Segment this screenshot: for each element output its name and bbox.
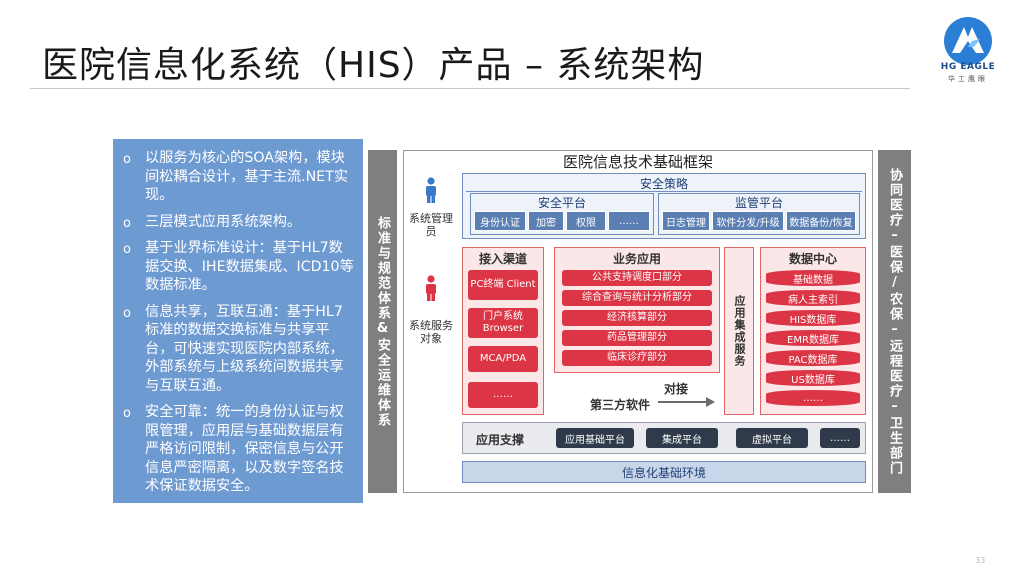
db-cylinder: HIS数据库 [766, 310, 860, 326]
third-party-arrow-label: 对接 [664, 382, 689, 396]
bullet-icon: o [123, 242, 131, 257]
role-admin-label: 系统管理员 [409, 212, 453, 238]
divider [466, 191, 862, 192]
business-item: 综合查询与统计分析部分 [562, 290, 712, 306]
db-cylinder: 病人主索引 [766, 290, 860, 306]
logo-subtext: 华工鹰眼 [948, 75, 988, 83]
access-more: …… [468, 382, 538, 408]
service-person-icon [426, 275, 436, 301]
diagram-title: 医院信息技术基础框架 [562, 153, 713, 171]
access-pc-client: PC终端 Client [468, 270, 538, 300]
integration-service-box: 应用集成服务 [724, 247, 754, 415]
data-center-title: 数据中心 [788, 252, 837, 266]
support-item: 虚拟平台 [736, 428, 808, 448]
db-cylinder: …… [766, 390, 860, 406]
support-item: 集成平台 [646, 428, 718, 448]
admin-person-icon [426, 177, 436, 203]
access-mca-pda: MCA/PDA [468, 346, 538, 372]
bullet-icon: o [123, 215, 131, 231]
third-party-label: 第三方软件 [590, 398, 651, 412]
hg-eagle-logo-icon [944, 17, 992, 65]
pill-log: 日志管理 [662, 211, 710, 231]
db-cylinder: 基础数据 [766, 270, 860, 286]
access-portal-browser: 门户系统 Browser [468, 308, 538, 338]
business-item: 经济核算部分 [562, 310, 712, 326]
logo-text: HG EAGLE [940, 62, 996, 72]
arrow-right-icon [658, 397, 715, 407]
access-channel-title: 接入渠道 [478, 252, 527, 266]
page-number: 33 [975, 556, 986, 565]
pill-backup: 数据备份/恢复 [786, 211, 856, 231]
bullet-icon: o [123, 152, 131, 167]
pill-deploy: 软件分发/升级 [712, 211, 784, 231]
page-title: 医院信息化系统（HIS）产品 – 系统架构 [42, 45, 705, 86]
db-cylinder: EMR数据库 [766, 330, 860, 346]
standards-security-bar: 标准与规范体系&安全运维体系 [368, 150, 397, 493]
integration-service-label: 应用集成服务 [733, 295, 746, 367]
role-service-label: 系统服务对象 [409, 319, 453, 345]
monitor-platform-title: 监管平台 [734, 196, 783, 210]
business-item: 公共支持调度口部分 [562, 270, 712, 286]
bullet-icon: o [123, 305, 131, 321]
pill-auth: 身份认证 [474, 211, 526, 231]
collaboration-bar: 协同医疗–医保/农保–远程医疗–卫生部门 [878, 150, 911, 493]
pill-more: …… [608, 211, 650, 231]
security-strategy-title: 安全策略 [639, 177, 688, 191]
support-item: …… [820, 428, 860, 448]
title-divider [30, 88, 910, 89]
bullet-icon: o [123, 406, 131, 421]
db-cylinder: PAC数据库 [766, 350, 860, 366]
support-item: 应用基础平台 [556, 428, 634, 448]
business-item: 临床诊疗部分 [562, 350, 712, 366]
business-app-title: 业务应用 [612, 252, 661, 266]
app-support-title: 应用支撑 [476, 433, 525, 447]
safety-platform-title: 安全平台 [537, 196, 586, 210]
infrastructure-box: 信息化基础环境 [462, 461, 866, 483]
pill-encrypt: 加密 [528, 211, 564, 231]
business-item: 药品管理部分 [562, 330, 712, 346]
db-cylinder: US数据库 [766, 370, 860, 386]
pill-permission: 权限 [566, 211, 606, 231]
